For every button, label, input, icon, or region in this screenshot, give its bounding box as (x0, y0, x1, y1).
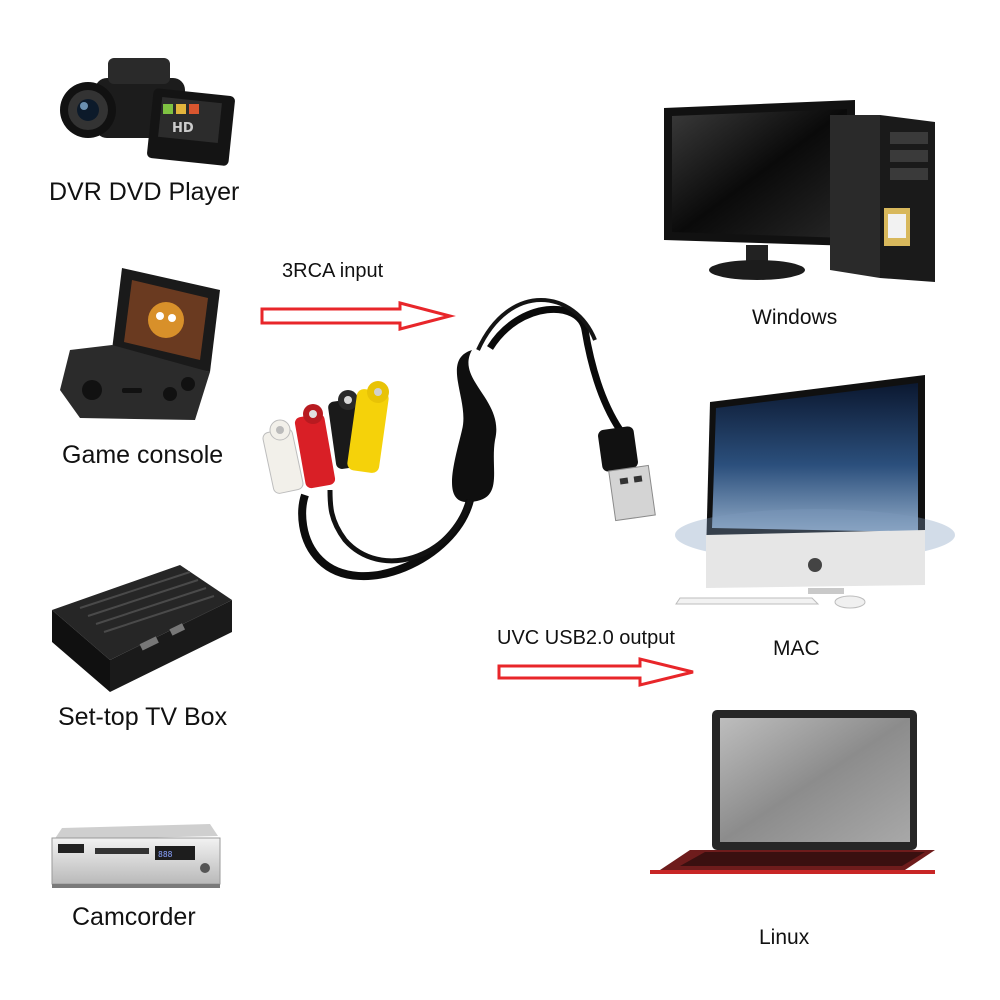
source-label-settop-box: Set-top TV Box (58, 703, 228, 731)
target-label-mac: MAC (773, 637, 820, 660)
target-label-windows: Windows (752, 306, 838, 329)
usb-video-capture-cable-icon (262, 298, 656, 581)
handheld-console-icon (60, 268, 220, 420)
desktop-pc-icon (664, 100, 935, 282)
target-label-linux: Linux (759, 926, 810, 949)
output-arrow-label: UVC USB2.0 output (497, 627, 675, 649)
svg-text:HD: HD (172, 121, 194, 136)
input-arrow (260, 301, 456, 331)
dvd-player-icon: 888 (51, 824, 221, 888)
source-label-camcorder: Camcorder (72, 903, 196, 931)
settop-box-icon (52, 565, 232, 692)
output-arrow (497, 657, 694, 687)
source-label-game-console: Game console (62, 441, 224, 469)
imac-icon (675, 375, 955, 609)
input-arrow-label: 3RCA input (282, 260, 384, 282)
camcorder-icon: HD (60, 58, 235, 166)
laptop-icon (650, 710, 935, 874)
source-label-dvr: DVR DVD Player (49, 178, 240, 206)
svg-text:888: 888 (158, 850, 173, 859)
